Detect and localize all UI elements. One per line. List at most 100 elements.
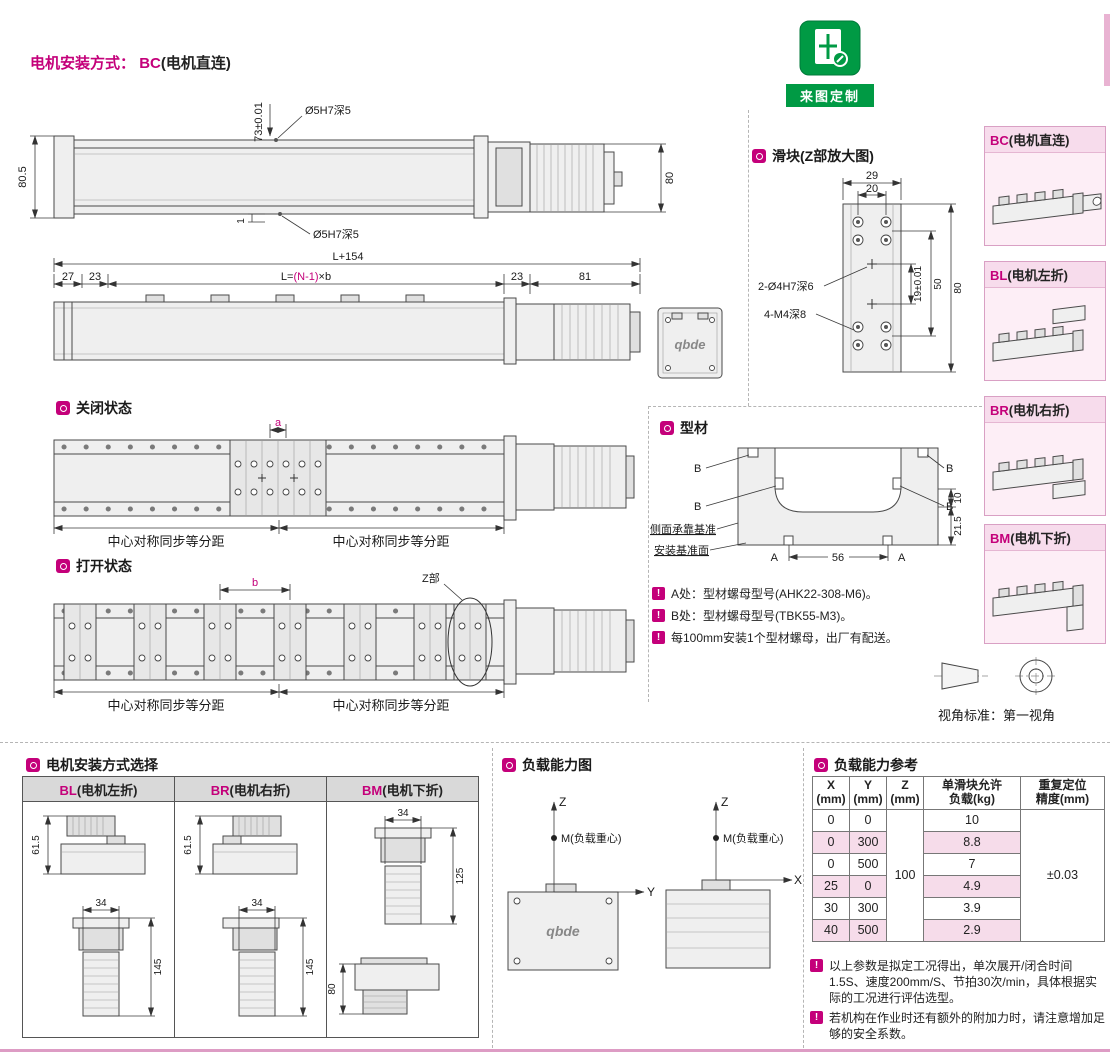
bm-drawing: 34 125 80 — [327, 808, 466, 1015]
dim-hole-position: 73±0.01 — [253, 102, 265, 142]
cell-load: 10 — [923, 808, 1021, 832]
ref-mount-datum: 安装基准面 — [654, 543, 709, 557]
cell-y: 0 — [849, 874, 887, 898]
note-icon — [810, 959, 823, 972]
panel-image — [985, 551, 1105, 643]
bl-render — [992, 305, 1086, 362]
motor-select-table: BL(电机左折) BR(电机右折) BM(电机下折) 61.5 — [22, 776, 479, 1038]
dim-left-end: 27 — [62, 271, 74, 283]
dim-61-5: 61.5 — [31, 835, 42, 855]
dim-145: 145 — [153, 958, 164, 975]
dim-145: 145 — [305, 958, 316, 975]
cell-x: 0 — [812, 830, 850, 854]
cell-precision-merged: ±0.03 — [1020, 808, 1105, 942]
section-icon — [26, 758, 40, 772]
cell-y: 300 — [849, 830, 887, 854]
cell-load: 7 — [923, 852, 1021, 876]
section-load-diagram: 负载能力图 — [502, 755, 592, 775]
z-part-label: Z部 — [422, 571, 440, 585]
cell-br: 61.5 34 145 — [174, 801, 327, 1038]
section-closed-state: 关闭状态 — [56, 398, 132, 418]
callout-thread-holes: 4-M4深8 — [764, 308, 806, 321]
panel-label: BR(电机右折) — [985, 397, 1105, 423]
spacing-label-left: 中心对称同步等分距 — [107, 534, 224, 549]
header-z: Z(mm) — [886, 776, 924, 810]
table-row: 0 300 8.8 — [812, 830, 1105, 854]
motor-panel-bc: BC(电机直连) — [984, 126, 1106, 246]
slider-detail-drawing: 29 20 2-Ø4H7深6 4-M4深8 19±0.01 50 80 — [758, 170, 964, 373]
panel-image — [985, 153, 1105, 245]
col-header-bl: BL(电机左折) — [22, 776, 175, 802]
open-state-drawing: Z部 b — [53, 571, 635, 713]
load-note-1: 以上参数是拟定工况得出，单次展开/闭合时间1.5S、速度200mm/S、节拍30… — [810, 958, 1106, 1007]
mount-type-code: BC — [139, 55, 161, 72]
brand-logo: qbde — [674, 337, 705, 352]
custom-order-badge: 来图定制 — [786, 20, 874, 107]
cell-load: 8.8 — [923, 830, 1021, 854]
cell-y: 300 — [849, 896, 887, 920]
axis-y-label: Y — [647, 885, 655, 899]
cell-load: 4.9 — [923, 874, 1021, 898]
panel-image — [985, 423, 1105, 515]
profile-drawing: B B B B 10 21.5 56 A A 侧面承靠基准 安装基准面 — [650, 447, 964, 564]
divider — [748, 110, 749, 406]
label-b: B — [946, 463, 953, 475]
dim-width-outer: 29 — [866, 170, 878, 182]
divider — [0, 742, 1110, 743]
dim-b: b — [252, 577, 258, 589]
profile-note-2: B处：型材螺母型号(TBK55-M3)。 — [652, 608, 982, 624]
projection-symbol — [934, 657, 1057, 695]
dim-34: 34 — [251, 898, 263, 909]
br-render — [992, 454, 1086, 500]
dim-right-height: 80 — [664, 172, 676, 184]
dim-pin-spacing: 19±0.01 — [913, 266, 924, 303]
mount-type-desc: (电机直连) — [160, 55, 231, 72]
section-motor-select: 电机安装方式选择 — [26, 755, 158, 775]
motor-panel-bl: BL(电机左折) — [984, 261, 1106, 381]
profile-note-1: A处：型材螺母型号(AHK22-308-M6)。 — [652, 586, 982, 602]
divider — [803, 748, 804, 1048]
mass-center-label: M(负载重心) — [561, 831, 622, 845]
load-capacity-table: X(mm) Y(mm) Z(mm) 单滑块允许负载(kg) 重复定位精度(mm)… — [812, 776, 1105, 942]
dim-slider-height: 80 — [953, 282, 964, 294]
cell-x: 30 — [812, 896, 850, 920]
header-precision: 重复定位精度(mm) — [1020, 776, 1105, 810]
dim-34: 34 — [95, 898, 107, 909]
header-load: 单滑块允许负载(kg) — [923, 776, 1021, 810]
dim-61-5: 61.5 — [183, 835, 194, 855]
callout-hole-bottom: Ø5H7深5 — [313, 228, 359, 241]
slider-title: 滑块(Z部放大图) — [772, 148, 874, 164]
dim-56: 56 — [832, 552, 844, 564]
slider-groups — [63, 603, 487, 681]
bc-render — [992, 188, 1102, 225]
motor-panel-br: BR(电机右折) — [984, 396, 1106, 516]
section-slider-detail: 滑块(Z部放大图) — [752, 146, 874, 166]
dim-125: 125 — [455, 867, 466, 884]
cell-x: 0 — [812, 808, 850, 832]
axis-x-label: X — [794, 873, 802, 887]
label-b: B — [694, 463, 701, 475]
cell-x: 0 — [812, 852, 850, 876]
divider — [648, 406, 649, 702]
badge-label: 来图定制 — [786, 84, 874, 107]
cell-x: 40 — [812, 918, 850, 942]
label-a: A — [898, 552, 906, 564]
spacing-label-right: 中心对称同步等分距 — [332, 534, 449, 549]
brand-logo: qbde — [546, 923, 580, 939]
cell-x: 25 — [812, 874, 850, 898]
panel-label: BM(电机下折) — [985, 525, 1105, 551]
page-edge-mark-right — [1104, 14, 1110, 86]
motor-select-title: 电机安装方式选择 — [46, 757, 158, 773]
load-diagram-title: 负载能力图 — [522, 757, 592, 773]
dim-21-5: 21.5 — [953, 516, 964, 536]
dim-80: 80 — [327, 983, 338, 995]
view-standard-label: 视角标准：第一视角 — [938, 708, 1056, 723]
label-a: A — [771, 552, 779, 564]
page-title: 电机安装方式： BC(电机直连) — [30, 52, 231, 73]
ref-side-datum: 侧面承靠基准 — [650, 522, 716, 536]
table-row: 0 0 100 10 ±0.03 — [812, 808, 1105, 942]
col-header-bm: BM(电机下折) — [326, 776, 479, 802]
callout-hole-top: Ø5H7深5 — [305, 104, 351, 117]
cell-bl: 61.5 34 145 — [22, 801, 175, 1038]
